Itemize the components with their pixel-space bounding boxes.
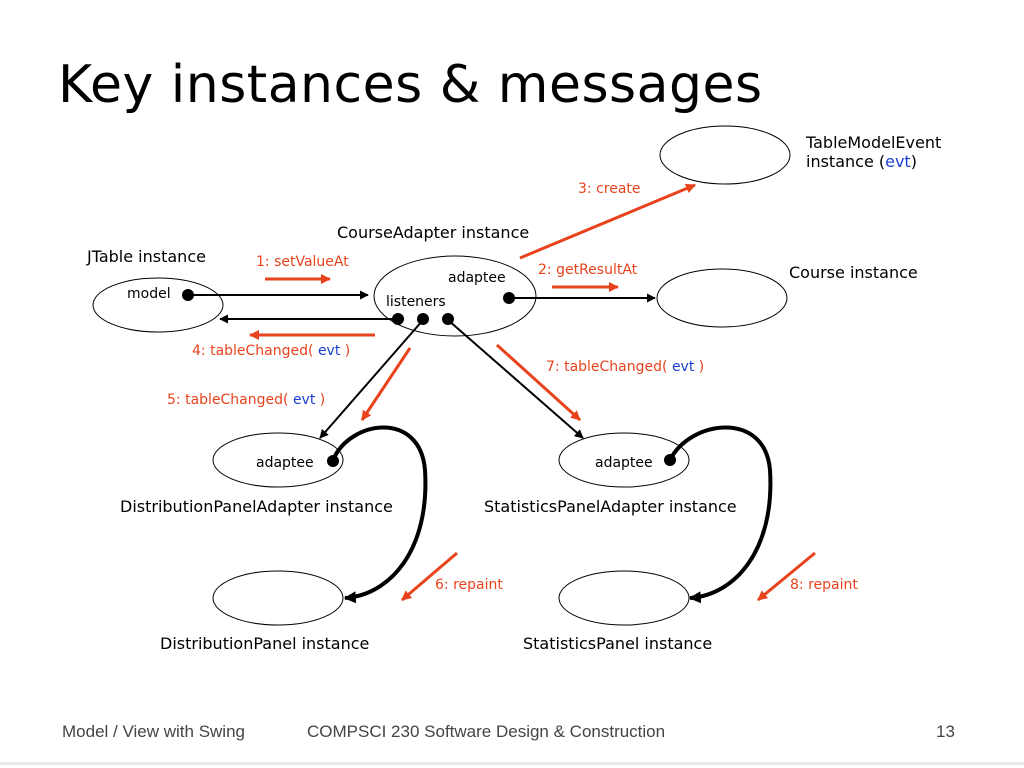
msg7-arrow [495,343,582,422]
dist-adaptee-dot [327,455,339,467]
statsadapter-ellipse [558,432,690,488]
msg4-label: 4: tableChanged( evt ) [192,343,350,359]
tablemodelevent-label: TableModelEvent instance (evt) [806,133,941,171]
stats-adaptee-dot [664,454,676,466]
dist-adaptee-label: adaptee [256,455,314,471]
msg8-arrow [757,551,816,602]
adaptee-dot [503,292,515,304]
listener-dot-2 [417,313,429,325]
msg5-evt: evt [292,392,316,408]
msg6-label: 6: repaint [435,577,503,593]
msg4-evt: evt [317,343,341,359]
footer-course-name: COMPSCI 230 Software Design & Constructi… [307,722,666,741]
msg3-arrow [519,183,696,260]
footer-course-topic: Model / View with Swing [62,722,245,741]
dist-adaptee-curve [331,425,428,604]
tablemodelevent-ellipse [659,125,791,185]
stats-adaptee-curve [668,425,773,604]
msg3-label: 3: create [578,181,641,197]
statsadapter-label: StatisticsPanelAdapter instance [484,497,737,516]
listeners-field-label: listeners [386,294,446,310]
tablemodelevent-label-pre: instance ( [806,152,886,171]
msg7-label: 7: tableChanged( evt ) [546,359,704,375]
distpanel-ellipse [212,570,344,626]
msg7-close: ) [694,359,705,375]
tablemodelevent-label-evt: evt [885,152,911,171]
listener-dot-3 [442,313,454,325]
courseadapter-ellipse [373,255,537,337]
statspanel-ellipse [558,570,690,626]
msg7-evt: evt [671,359,695,375]
msg1-label: 1: setValueAt [256,254,349,270]
statspanel-label: StatisticsPanel instance [523,634,713,653]
tablemodelevent-label-line1: TableModelEvent [806,133,942,152]
msg8-label: 8: repaint [790,577,858,593]
listener-stats-arrow [447,319,584,439]
msg4-text: 4: tableChanged( [192,343,318,359]
model-dot [182,289,194,301]
courseadapter-label: CourseAdapter instance [337,223,530,242]
msg4-close: ) [340,343,351,359]
msg5-close: ) [315,392,326,408]
distadapter-ellipse [212,432,344,488]
distpanel-label: DistributionPanel instance [160,634,370,653]
msg5-arrow [360,347,412,421]
listener-dist-arrow [319,319,424,439]
tablemodelevent-label-post: ) [910,152,917,171]
tablemodelevent-label-line2: instance (evt) [806,152,941,171]
slide-title: Key instances & messages [58,55,763,115]
msg6-arrow [401,551,458,602]
msg2-label: 2: getResultAt [538,262,638,278]
msg5-label: 5: tableChanged( evt ) [167,392,325,408]
model-field-label: model [127,286,171,302]
bottom-rule [0,762,1024,765]
jtable-label: JTable instance [87,247,206,266]
courseadapter-adaptee-label: adaptee [448,270,506,286]
listener-dot-1 [392,313,404,325]
msg7-text: 7: tableChanged( [546,359,672,375]
stats-adaptee-label: adaptee [595,455,653,471]
course-ellipse [656,268,788,328]
course-label: Course instance [789,263,918,282]
distadapter-label: DistributionPanelAdapter instance [120,497,393,516]
footer-page-number: 13 [936,722,955,741]
msg5-text: 5: tableChanged( [167,392,293,408]
